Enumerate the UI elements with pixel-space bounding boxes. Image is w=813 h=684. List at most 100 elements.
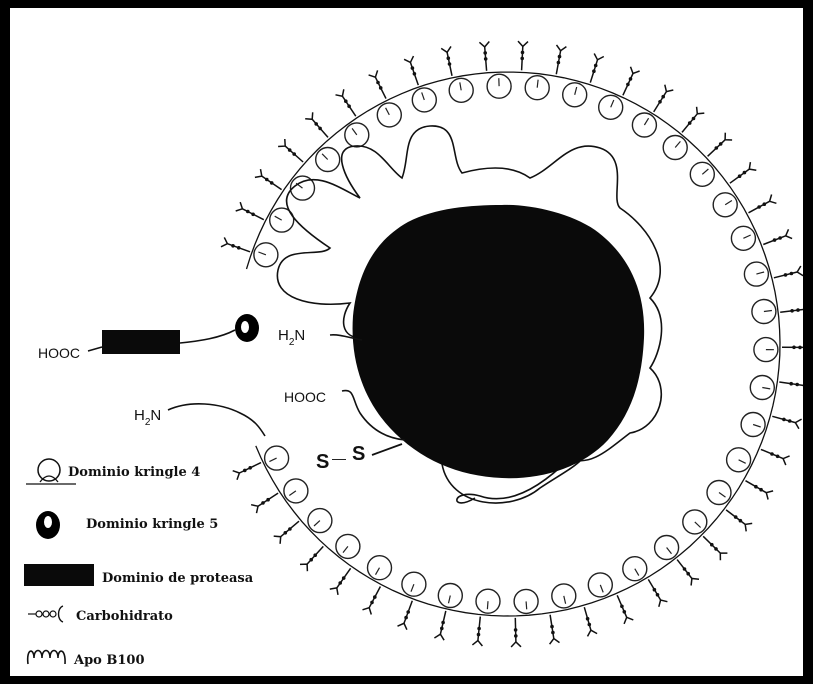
kringle-4-domain bbox=[752, 300, 776, 324]
kringle-4-domain bbox=[741, 413, 765, 437]
kringle-4-domain bbox=[690, 162, 714, 186]
kringle-4-domain bbox=[402, 572, 426, 596]
carbohydrate-chain bbox=[518, 41, 528, 70]
carbohydrate-chain bbox=[780, 304, 803, 314]
svg-text:Apo B100: Apo B100 bbox=[73, 653, 145, 668]
kringle-4-domain bbox=[563, 83, 587, 107]
kringle-4-domain bbox=[731, 226, 755, 250]
carbohydrate-chain bbox=[221, 237, 250, 251]
carbohydrate-chain bbox=[779, 381, 803, 391]
carbohydrate-chain bbox=[363, 587, 381, 615]
carbohydrate-chain bbox=[441, 46, 452, 75]
carbohydrate-chain bbox=[556, 45, 566, 74]
figure-panel: HOOC H2N HOOC H2N S — S Dominio kringle … bbox=[10, 8, 803, 676]
svg-text:Dominio de proteasa: Dominio de proteasa bbox=[102, 571, 254, 586]
kringle-5-icon bbox=[36, 511, 60, 539]
carbohydrate-chain bbox=[654, 85, 674, 112]
carbohydrate-chain bbox=[398, 601, 413, 630]
h2n-label-outer: H2N bbox=[134, 407, 161, 428]
kringle-4-domain bbox=[308, 509, 332, 533]
svg-text:Dominio kringle 4: Dominio kringle 4 bbox=[68, 465, 200, 480]
carbohydrate-chain bbox=[761, 449, 790, 465]
carbohydrate-chain bbox=[772, 416, 801, 429]
carbohydrate-chain bbox=[278, 139, 303, 162]
legend-item-protease: Dominio de proteasa bbox=[24, 564, 254, 586]
kringle-4-domain bbox=[412, 88, 436, 112]
carbohydrate-chain bbox=[404, 56, 418, 85]
kringle-4-domain bbox=[655, 536, 679, 560]
legend-item-kringle-5: Dominio kringle 5 bbox=[36, 511, 218, 539]
carbohydrate-chain bbox=[749, 195, 777, 213]
carbohydrate-chain bbox=[479, 42, 489, 71]
carbohydrate-chain bbox=[255, 169, 282, 190]
legend-item-apo-b100: Apo B100 bbox=[28, 651, 145, 669]
svg-text:Carbohidrato: Carbohidrato bbox=[76, 609, 173, 624]
kringle-4-domain bbox=[707, 481, 731, 505]
carbohydrate-chain bbox=[746, 481, 774, 500]
apo-a-n-terminus bbox=[168, 404, 265, 436]
carbohydrate-chain bbox=[584, 607, 597, 636]
carbohydrate-chain bbox=[274, 521, 299, 544]
carbohydrate-chain bbox=[336, 89, 356, 116]
kringle-4-domain bbox=[663, 136, 687, 160]
legend: Dominio kringle 4 Dominio kringle 5 Domi… bbox=[24, 459, 254, 668]
disulfide-label: S — S bbox=[316, 443, 365, 473]
kringle-4-domain bbox=[632, 113, 656, 137]
carbohydrate-chain bbox=[300, 546, 323, 571]
carbohydrate-chain bbox=[682, 107, 704, 133]
hooc-label-left: HOOC bbox=[38, 345, 80, 361]
carbohydrate-chain bbox=[623, 67, 640, 96]
kringle-4-domain bbox=[345, 123, 369, 147]
kringle-5 bbox=[235, 314, 259, 342]
svg-text:S: S bbox=[352, 443, 365, 465]
carbohydrate-chain bbox=[251, 493, 278, 513]
kringle-4-domain bbox=[254, 243, 278, 267]
carbohydrate-chain bbox=[369, 70, 386, 98]
kringle-4-domain bbox=[683, 510, 707, 534]
kringle-4-domain bbox=[284, 479, 308, 503]
carbohydrate-icon bbox=[28, 606, 63, 622]
carbohydrate-chain bbox=[617, 595, 633, 624]
carbohydrate-chain bbox=[782, 343, 803, 353]
kringle-4-domain bbox=[336, 534, 360, 558]
carbohydrate-chain bbox=[763, 229, 792, 244]
carbohydrate-chain bbox=[550, 615, 560, 645]
kringle-4-domain bbox=[623, 557, 647, 581]
carbohydrate-chain bbox=[726, 510, 752, 532]
kringle-4-domain bbox=[754, 338, 778, 362]
kringle-4-domain bbox=[713, 193, 737, 217]
apo-a-c-terminal-linker bbox=[180, 330, 235, 343]
h2n-label-inner: H2N bbox=[278, 327, 305, 348]
svg-text:Dominio kringle 5: Dominio kringle 5 bbox=[86, 517, 218, 532]
kringle-4-domain bbox=[449, 78, 473, 102]
kringle-4-domain bbox=[265, 446, 289, 470]
carbohydrate-chain bbox=[236, 202, 264, 220]
carbohydrate-chain bbox=[511, 618, 521, 647]
carbohydrate-chain bbox=[677, 560, 699, 586]
carbohydrate-chain bbox=[708, 133, 733, 157]
kringle-4-domain bbox=[744, 262, 768, 286]
kringle-4-domain bbox=[438, 584, 462, 608]
kringle-4-domain bbox=[588, 573, 612, 597]
kringle-4-domain bbox=[750, 376, 774, 400]
kringle-4-domain bbox=[552, 584, 576, 608]
apo-b100-icon bbox=[28, 651, 65, 665]
carbohydrate-chain bbox=[233, 463, 261, 480]
kringle-4-domain bbox=[599, 95, 623, 119]
hooc-label-inner: HOOC bbox=[284, 389, 326, 405]
lipoprotein-a-diagram: HOOC H2N HOOC H2N S — S Dominio kringle … bbox=[10, 8, 803, 676]
carbohydrate-chain bbox=[434, 611, 445, 640]
legend-item-carbohydrate: Carbohidrato bbox=[28, 606, 173, 624]
kringle-4-domain bbox=[476, 589, 500, 613]
disulfide-bond-line bbox=[372, 444, 402, 455]
protease-domain-icon bbox=[24, 564, 94, 586]
carbohydrate-chain bbox=[774, 266, 803, 278]
kringle-4-domain bbox=[377, 103, 401, 127]
kringle-4-domain bbox=[514, 589, 538, 613]
kringle-4-domain bbox=[487, 74, 511, 98]
ldl-core bbox=[353, 205, 645, 478]
kringle-4-domain bbox=[727, 448, 751, 472]
kringle-4-domain bbox=[316, 148, 340, 172]
svg-text:S: S bbox=[316, 451, 329, 473]
